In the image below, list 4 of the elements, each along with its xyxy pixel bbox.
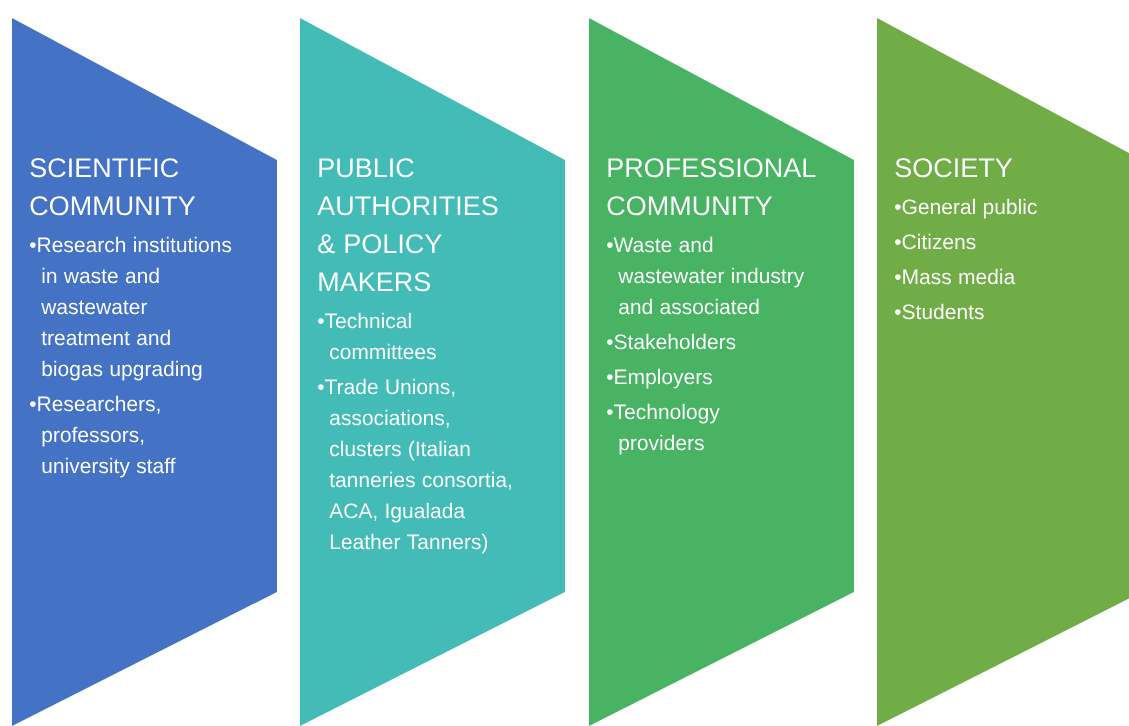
column-panel: PROFESSIONAL COMMUNITY •Waste and wastewater industry and associated •Stakeholders •Employers •Technology providers [589,18,854,726]
column-panel: SCIENTIFIC COMMUNITY •Research institutions in waste and wastewater treatment and biogas upgrading •Researchers, professors, university staff [12,18,277,726]
column-panel: PUBLIC AUTHORITIES & POLICY MAKERS •Technical committees •Trade Unions, associations, clusters (Italian tanneries consortia, ACA, Igualada Leather Tanners) [300,18,565,726]
column-panel: SOCIETY •General public •Citizens •Mass media •Students [877,18,1129,726]
